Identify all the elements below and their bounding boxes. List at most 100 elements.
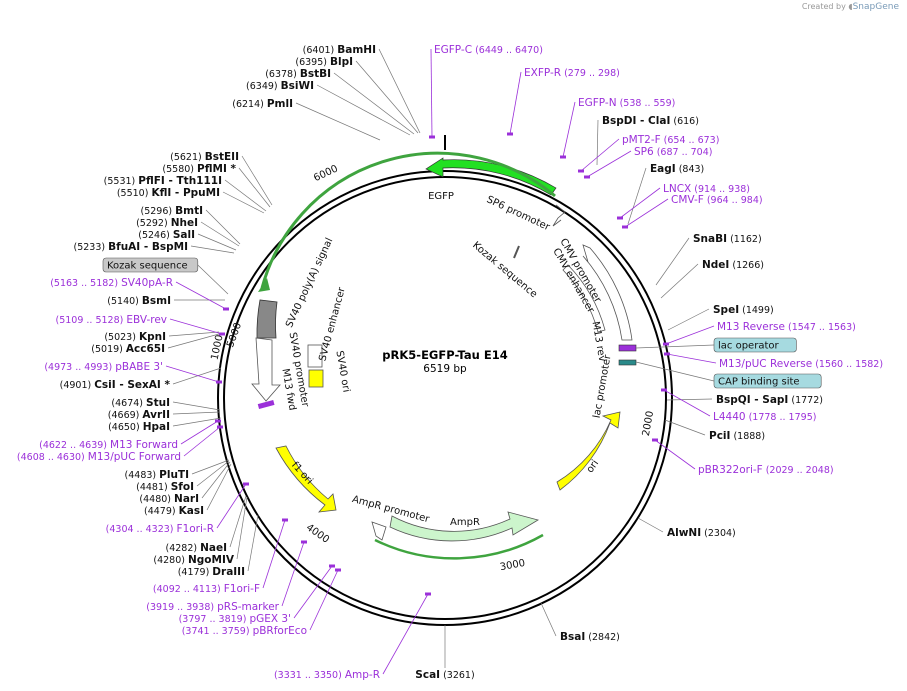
- box-cap-binding-site[interactable]: [713, 373, 822, 389]
- site-alwni[interactable]: AlwNI (2304): [667, 527, 736, 539]
- site-bspqi-sapi[interactable]: BspQI - SapI (1772): [716, 394, 823, 406]
- site-position: (5510): [117, 188, 152, 199]
- site-kasi[interactable]: (4479) KasI: [144, 505, 204, 517]
- site-bsmi[interactable]: (5140) BsmI: [107, 295, 171, 307]
- primer-name: SV40pA-R: [121, 277, 173, 289]
- primer-amp-r[interactable]: (3331 .. 3350) Amp-R: [274, 669, 380, 681]
- site-bstbi[interactable]: (6378) BstBI: [265, 68, 331, 80]
- primer-leader-line: [586, 150, 632, 178]
- site-sali[interactable]: (5246) SalI: [138, 229, 195, 241]
- primer-name: EGFP-C: [434, 44, 472, 56]
- primer-leader-line: [666, 353, 717, 364]
- site-bfuai-bspmi[interactable]: (5233) BfuAI - BspMI: [74, 241, 188, 253]
- site-sfoi[interactable]: (4481) SfoI: [136, 481, 194, 493]
- site-name: KflI - PpuMI: [151, 187, 220, 199]
- sv40-enhancer-box: [307, 344, 323, 368]
- site-pcii[interactable]: PciI (1888): [709, 430, 765, 442]
- site-spei[interactable]: SpeI (1499): [713, 304, 774, 316]
- primer-egfp-n[interactable]: EGFP-N (538 .. 559): [578, 97, 675, 109]
- site-pmli[interactable]: (6214) PmlI: [232, 98, 293, 110]
- primer-m13-puc-reverse[interactable]: M13/pUC Reverse (1560 .. 1582): [719, 358, 883, 370]
- site-name: SalI: [173, 229, 195, 241]
- primer-position: (3797 .. 3819): [179, 614, 250, 625]
- site-leader-line: [241, 155, 273, 206]
- site-snabi[interactable]: SnaBI (1162): [693, 233, 762, 245]
- box-leader-line: [635, 361, 715, 382]
- primer-pbr322ori-f[interactable]: pBR322ori-F (2029 .. 2048): [698, 464, 834, 476]
- site-name: NgoMIV: [188, 554, 235, 566]
- site-pflmi[interactable]: (5580) PflMI *: [162, 163, 236, 175]
- primer-l4440[interactable]: L4440 (1778 .. 1795): [713, 411, 816, 423]
- primer-f1ori-f[interactable]: (4092 .. 4113) F1ori-F: [153, 583, 260, 595]
- primer-pmt2-f[interactable]: pMT2-F (654 .. 673): [622, 134, 719, 146]
- primer-cmv-f[interactable]: CMV-F (964 .. 984): [671, 194, 763, 206]
- f1ori-feature[interactable]: [275, 445, 337, 513]
- primer-m13-reverse[interactable]: M13 Reverse (1547 .. 1563): [717, 321, 856, 333]
- primer-position: (4608 .. 4630): [17, 452, 88, 463]
- primer-mark: [219, 332, 225, 336]
- site-bspdi-clai[interactable]: BspDI - ClaI (616): [602, 115, 699, 127]
- site-name: KpnI: [139, 331, 166, 343]
- site-name: AlwNI: [667, 527, 701, 539]
- site-kpni[interactable]: (5023) KpnI: [104, 331, 166, 343]
- primer-pbabe-3[interactable]: (4973 .. 4993) pBABE 3': [44, 361, 163, 373]
- site-stui[interactable]: (4674) StuI: [111, 397, 170, 409]
- site-nhei[interactable]: (5292) NheI: [136, 217, 198, 229]
- site-ngomiv[interactable]: (4280) NgoMIV: [153, 554, 234, 566]
- site-blpi[interactable]: (6395) BlpI: [295, 56, 353, 68]
- site-name: CsiI - SexAI *: [94, 379, 170, 391]
- primer-leader-line: [309, 569, 339, 631]
- site-scai[interactable]: ScaI (3261): [415, 669, 474, 681]
- plasmid-length: 6519 bp: [423, 363, 467, 375]
- site-leader-line: [378, 48, 421, 134]
- site-bsteii[interactable]: (5621) BstEII: [170, 151, 239, 163]
- box-lac-operator[interactable]: [713, 337, 797, 353]
- primer-sv40pa-r[interactable]: (5163 .. 5182) SV40pA-R: [50, 277, 173, 289]
- primer-exfp-r[interactable]: EXFP-R (279 .. 298): [524, 67, 620, 79]
- primer-position: (4973 .. 4993): [44, 362, 115, 373]
- site-eagi[interactable]: EagI (843): [650, 163, 704, 175]
- site-name: PmlI: [267, 98, 293, 110]
- primer-lncx[interactable]: LNCX (914 .. 938): [663, 183, 750, 195]
- site-bsai[interactable]: BsaI (2842): [560, 631, 620, 643]
- primer-ebv-rev[interactable]: (5109 .. 5128) EBV-rev: [55, 314, 167, 326]
- primer-sp6[interactable]: SP6 (687 .. 704): [634, 146, 712, 158]
- site-kfli-ppumi[interactable]: (5510) KflI - PpuMI: [117, 187, 220, 199]
- site-csii-sexai[interactable]: (4901) CsiI - SexAI *: [60, 379, 171, 391]
- primer-m13-puc-forward[interactable]: (4608 .. 4630) M13/pUC Forward: [17, 451, 181, 463]
- site-bmti[interactable]: (5296) BmtI: [141, 205, 203, 217]
- site-ndei[interactable]: NdeI (1266): [702, 259, 764, 271]
- primer-m13-forward[interactable]: (4622 .. 4639) M13 Forward: [39, 439, 178, 451]
- site-naei[interactable]: (4282) NaeI: [165, 542, 227, 554]
- site-pluti[interactable]: (4483) PluTI: [125, 469, 189, 481]
- site-draiii[interactable]: (4179) DraIII: [178, 566, 245, 578]
- site-avrii[interactable]: (4669) AvrII: [108, 409, 170, 421]
- site-name: BamHI: [337, 44, 376, 56]
- site-bsiwi[interactable]: (6349) BsiWI: [246, 80, 314, 92]
- site-name: DraIII: [212, 566, 245, 578]
- site-pflfi-tth111i[interactable]: (5531) PflFI - Tth111I: [104, 175, 222, 187]
- primer-mark: [578, 169, 584, 173]
- site-position: (5023): [104, 332, 139, 343]
- primer-f1ori-r[interactable]: (4304 .. 4323) F1ori-R: [106, 523, 214, 535]
- ori-feature[interactable]: [556, 411, 621, 491]
- site-bamhi[interactable]: (6401) BamHI: [303, 44, 376, 56]
- box-kozak-sequence[interactable]: [102, 257, 199, 273]
- site-leader-line: [236, 496, 248, 560]
- primer-egfp-c[interactable]: EGFP-C (6449 .. 6470): [434, 44, 543, 56]
- site-position: (5580): [162, 164, 197, 175]
- site-nari[interactable]: (4480) NarI: [139, 493, 199, 505]
- primer-mark: [584, 175, 590, 179]
- primer-pgex-3[interactable]: (3797 .. 3819) pGEX 3': [179, 613, 291, 625]
- ampr-feature[interactable]: [389, 511, 540, 542]
- site-leader-line: [191, 459, 230, 475]
- box-label: lac operator: [718, 341, 779, 352]
- site-leader-line: [655, 237, 690, 286]
- site-position: (6378): [265, 69, 300, 80]
- primer-prs-marker[interactable]: (3919 .. 3938) pRS-marker: [146, 601, 279, 613]
- cap-site-mark: [618, 359, 637, 366]
- site-hpai[interactable]: (4650) HpaI: [108, 421, 170, 433]
- egfp-feature[interactable]: [425, 157, 557, 196]
- primer-pbrforeco[interactable]: (3741 .. 3759) pBRforEco: [182, 625, 307, 637]
- site-acc65i[interactable]: (5019) Acc65I: [91, 343, 165, 355]
